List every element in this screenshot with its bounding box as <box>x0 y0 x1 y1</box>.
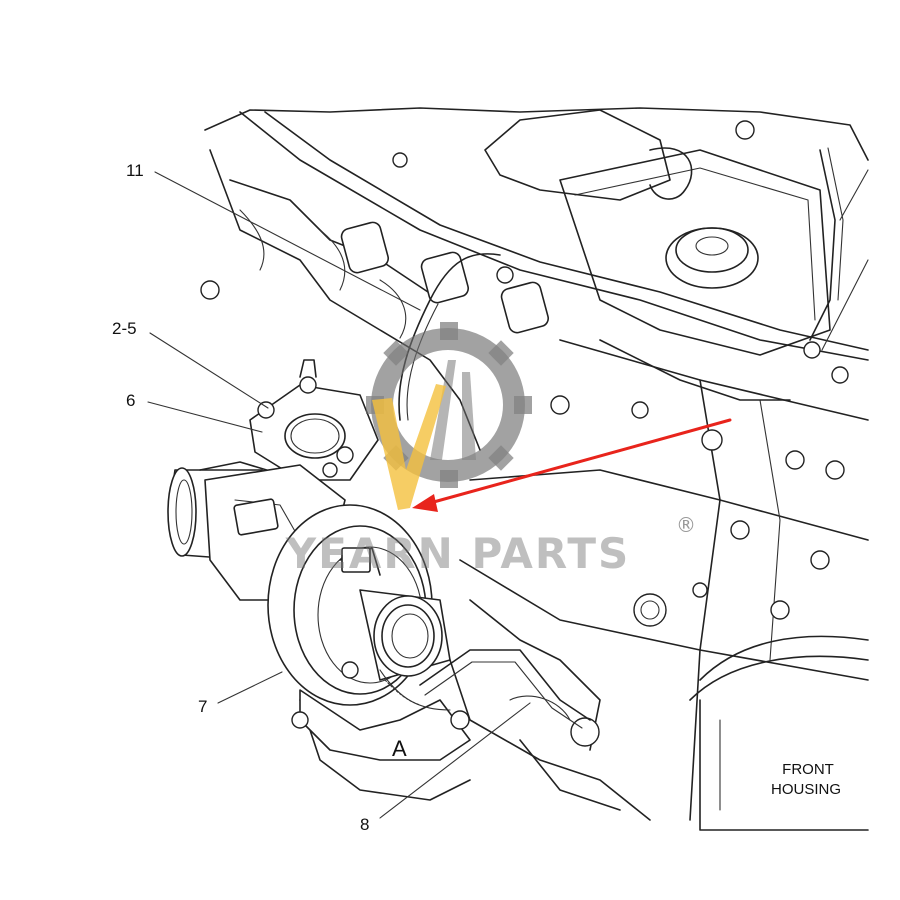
flange-nut <box>336 446 354 464</box>
watermark-brand-text: YEARN PARTS <box>285 529 631 578</box>
brand-watermark: YEARN PARTS ® <box>285 322 696 578</box>
view-label-a: A <box>392 736 407 761</box>
registered-mark: ® <box>676 513 696 537</box>
leader-11 <box>154 171 421 311</box>
front-housing-label-line1: FRONT <box>782 761 834 778</box>
flange-nut <box>322 462 338 478</box>
callout-7: 7 <box>198 697 207 716</box>
leader-right <box>821 259 869 351</box>
leader-8 <box>379 702 531 819</box>
engine-line-art <box>200 107 869 831</box>
callout-11: 11 <box>126 161 144 180</box>
flange-nut <box>257 401 275 419</box>
leader-6 <box>147 401 263 433</box>
callout-2-5: 2-5 <box>112 319 137 338</box>
leader-2-5 <box>149 332 269 409</box>
callout-6: 6 <box>126 391 135 410</box>
flange-nut <box>299 376 317 394</box>
leader-upper-right <box>839 169 869 221</box>
turbo-gasket-flange <box>249 359 379 481</box>
red-indicator-arrow <box>412 418 732 512</box>
front-housing-label-line2: HOUSING <box>771 781 841 798</box>
turbocharger <box>167 461 591 761</box>
callout-8: 8 <box>360 815 369 834</box>
leader-lines <box>147 169 869 819</box>
y-accent-icon <box>372 384 446 510</box>
leader-7 <box>217 671 283 704</box>
